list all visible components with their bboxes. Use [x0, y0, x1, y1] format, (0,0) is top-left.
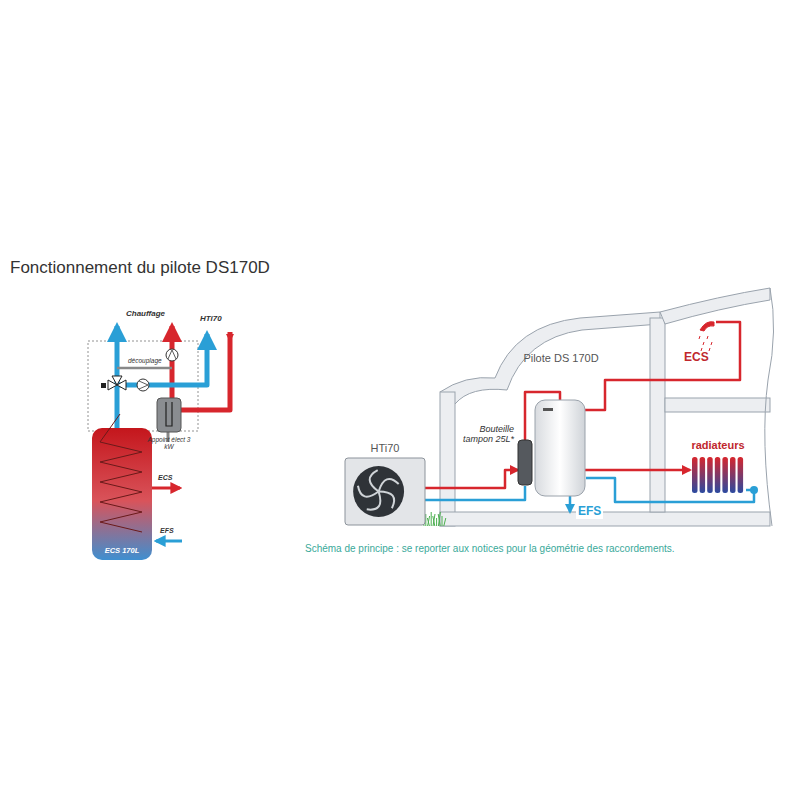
radiator-column [730, 457, 736, 493]
floor-slab [665, 398, 770, 412]
roof [440, 312, 660, 404]
radiator-column [722, 457, 728, 493]
shape [92, 428, 152, 560]
pipe-connector [425, 470, 518, 488]
tank-body [535, 400, 585, 496]
grass-blade [438, 512, 440, 526]
node-label: Bouteille tampon 25L* [456, 424, 514, 445]
efs-pipe [569, 496, 572, 512]
heater-body [157, 398, 181, 432]
node-label: Appoint élect 3 kW [147, 436, 191, 451]
shape [345, 458, 425, 525]
grass-blade [431, 512, 432, 526]
node-label: ECS 170L [92, 547, 152, 556]
hp-flow-pipe [181, 332, 230, 410]
shape [518, 440, 532, 485]
ecs-pipe [585, 322, 740, 410]
grass-blade [436, 518, 437, 526]
pump-symbol [168, 350, 176, 359]
shape [690, 455, 746, 495]
node-label: Pilote DS 170D [523, 352, 599, 365]
tank: ECS 170L [92, 428, 152, 560]
valve-symbol [750, 486, 758, 494]
buffer-tank: Bouteille tampon 25L* [518, 440, 532, 485]
efs-inlet-pipe [156, 540, 182, 543]
label: EFS [160, 527, 174, 535]
label: EFS [576, 505, 603, 519]
title: Fonctionnement du pilote DS170D [10, 258, 270, 278]
wall [650, 318, 665, 512]
ecs-outlet-pipe [152, 487, 180, 490]
outdoor-unit: HTi70 [345, 458, 425, 525]
buffer-body [518, 440, 532, 485]
water-drop [711, 342, 712, 345]
pump-symbol [137, 379, 149, 391]
fan-blade [358, 486, 379, 497]
node-label: radiateurs [680, 439, 756, 452]
node-label: HTi70 [345, 442, 425, 455]
grass [422, 512, 446, 526]
shape [157, 398, 181, 432]
grass-blade [433, 516, 435, 526]
label: HTi70 [200, 314, 222, 323]
valve-actuator [101, 383, 106, 388]
grass-blade [442, 516, 443, 526]
grass-blade [433, 514, 435, 526]
arrow-head [226, 334, 234, 342]
shape [535, 400, 585, 496]
floor-slab [440, 512, 770, 526]
shower-head [700, 322, 714, 331]
radiator: radiateurs [690, 455, 746, 495]
radiator-return-pipe [586, 478, 754, 502]
tank-body [92, 428, 152, 560]
caption: Schéma de principe : se reporter aux not… [305, 543, 675, 555]
cut-edge [765, 288, 774, 526]
radiator-column [700, 457, 706, 493]
wall [440, 392, 455, 526]
radiator-column [738, 457, 744, 493]
water-drop [703, 342, 704, 345]
radiator-column [692, 457, 698, 493]
radiator-column [715, 457, 721, 493]
fan-blade [370, 470, 379, 491]
radiator-column [707, 457, 713, 493]
electric-heater: Appoint élect 3 kW [157, 398, 181, 432]
pump-symbol [166, 349, 178, 361]
water-drop [699, 336, 700, 339]
tank: Pilote DS 170D [535, 400, 585, 496]
ceiling [660, 288, 770, 324]
water-drop [709, 348, 710, 351]
three-way-valve [108, 376, 126, 390]
unit-casing [345, 458, 425, 525]
label: ECS [684, 351, 709, 365]
grass-blade [438, 514, 440, 526]
label: Chauffage [126, 309, 165, 318]
decoupling-pipe [117, 367, 172, 370]
label: ECS [158, 474, 172, 482]
shower-symbol [699, 322, 714, 351]
grass-blade [428, 516, 430, 526]
pump-symbol [139, 381, 148, 389]
label: découplage [128, 357, 162, 364]
hp-return-pipe [117, 334, 207, 385]
house-cutaway [440, 288, 774, 526]
fan-grille [353, 466, 404, 517]
water-drop [707, 336, 708, 339]
control-panel [543, 408, 553, 411]
coil [100, 414, 142, 532]
grass-blade [444, 518, 446, 526]
pipe-connector [585, 469, 690, 472]
heater-element [166, 402, 172, 426]
house-pipes [425, 322, 758, 512]
fan-blade [379, 479, 399, 491]
grass-blade [427, 518, 429, 526]
